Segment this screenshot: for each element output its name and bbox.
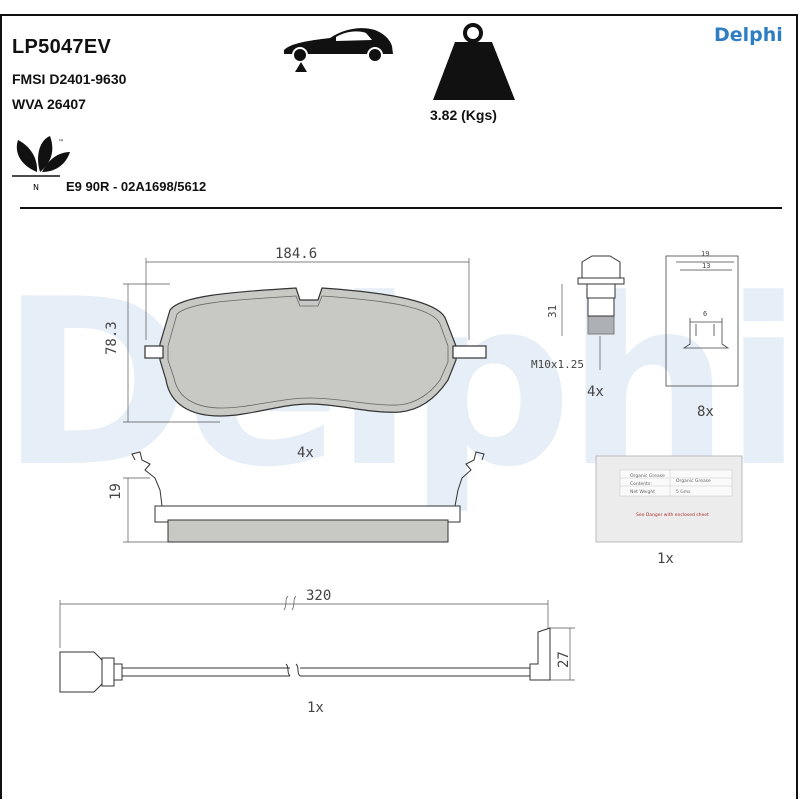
svg-text:Organic Grease: Organic Grease <box>630 473 665 479</box>
clip-dim-small-label: 6 <box>703 310 708 318</box>
grease-sachet: Organic Grease Contents: Net Weight Orga… <box>595 455 743 543</box>
svg-text:™: ™ <box>58 139 64 146</box>
svg-text:Contents:: Contents: <box>630 481 652 487</box>
sensor-quantity-label: 1x <box>307 700 324 716</box>
clip-dim-top-label: 19 <box>701 250 710 258</box>
weight-icon <box>433 23 515 100</box>
clip-dim-inner-label: 13 <box>702 262 711 270</box>
svg-text:See Danger with enclosed sheet: See Danger with enclosed sheet <box>636 512 709 518</box>
svg-text:Organic Grease: Organic Grease <box>676 478 711 484</box>
sensor-length-label: 320 <box>306 588 332 604</box>
fmsi-code: FMSI D2401-9630 <box>12 71 127 87</box>
bolt-quantity-label: 4x <box>587 384 604 400</box>
bolt-thread-label: M10x1.25 <box>531 358 584 371</box>
car-lift-icon <box>284 28 393 72</box>
pad-quantity-label: 4x <box>297 445 314 461</box>
pad-thickness-label: 19 <box>108 483 124 500</box>
bolt-length-label: 31 <box>546 304 559 318</box>
svg-text:Net Weight: Net Weight <box>630 489 655 495</box>
svg-text:N: N <box>33 183 39 192</box>
eco-leaf-icon: ™ N <box>12 136 70 192</box>
brake-pad-front-view <box>123 258 487 423</box>
clip-quantity-label: 8x <box>697 404 714 420</box>
clip-drawing <box>665 255 739 387</box>
ece-approval: E9 90R - 02A1698/5612 <box>66 179 207 194</box>
brake-pad-side-view <box>123 451 485 543</box>
part-number: LP5047EV <box>12 36 112 58</box>
bolt-drawing <box>561 255 625 370</box>
wear-sensor-drawing <box>59 595 575 693</box>
pad-height-label: 78.3 <box>104 321 120 355</box>
page-frame <box>0 14 798 799</box>
header-divider <box>20 207 782 209</box>
sachet-quantity-label: 1x <box>657 551 674 567</box>
pad-width-label: 184.6 <box>275 246 318 262</box>
wva-code: WVA 26407 <box>12 96 86 112</box>
brand-logo: Delphi <box>714 24 783 46</box>
sensor-height-label: 27 <box>556 651 572 668</box>
svg-text:5 Gms: 5 Gms <box>676 489 691 495</box>
weight-value: 3.82 (Kgs) <box>430 107 497 123</box>
